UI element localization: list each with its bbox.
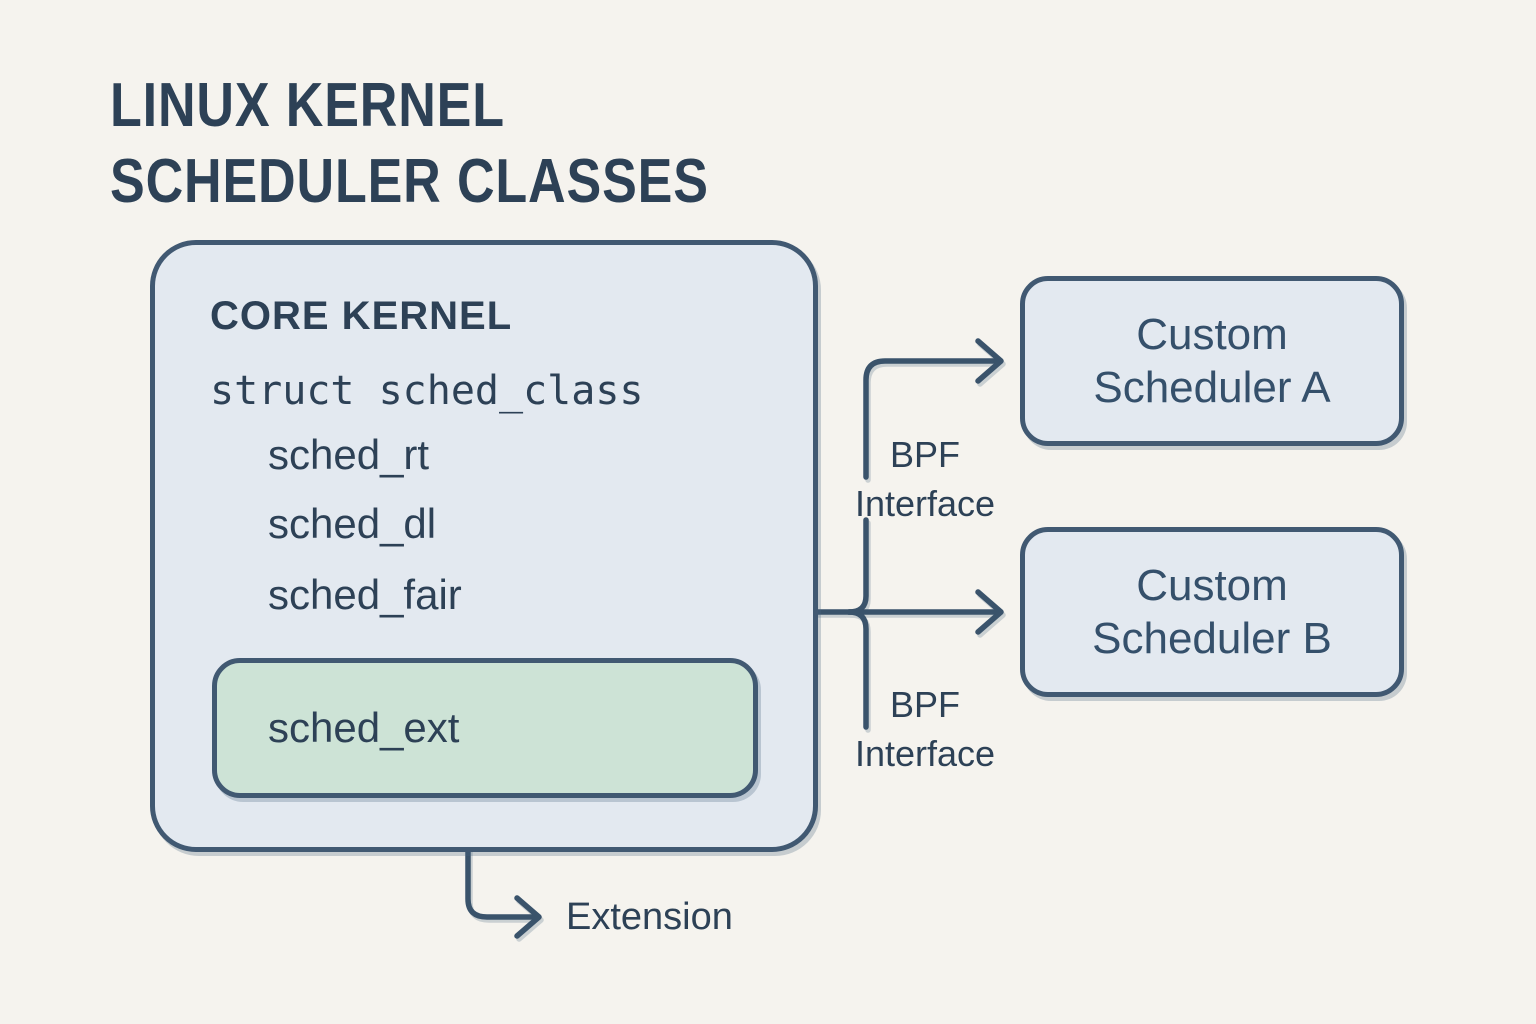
bpf-interface-bottom-line1: BPF	[889, 684, 960, 725]
extension-line	[465, 791, 538, 920]
sched-class-item-dl: sched_dl	[268, 500, 437, 547]
page-title-line1: LINUX KERNEL	[110, 71, 505, 140]
arrowhead-to-scheduler-a	[975, 338, 1004, 384]
custom-scheduler-b-box: Custom Scheduler B	[1020, 527, 1404, 697]
bpf-interface-top-line1: BPF	[889, 434, 960, 475]
custom-scheduler-b-line1: Custom	[1136, 561, 1288, 610]
struct-sched-class-label: struct sched_class	[210, 368, 644, 414]
bpf-line-stub-down	[846, 609, 869, 730]
sched-class-item-fair: sched_fair	[268, 571, 462, 618]
bpf-line-to-scheduler-a-upper	[863, 358, 1000, 480]
bpf-line-to-scheduler-a-lower	[846, 517, 869, 615]
arrowhead-to-scheduler-b	[975, 589, 1004, 635]
bpf-interface-label-top: BPF Interface	[825, 430, 1025, 528]
custom-scheduler-a-line2: Scheduler A	[1093, 363, 1331, 412]
page-title: LINUX KERNEL SCHEDULER CLASSES	[110, 68, 709, 220]
extension-label: Extension	[566, 896, 733, 938]
core-kernel-box: CORE KERNEL struct sched_class sched_rt …	[150, 240, 818, 852]
arrowhead-extension	[514, 895, 542, 939]
core-kernel-heading: CORE KERNEL	[210, 294, 513, 338]
bpf-interface-top-line2: Interface	[854, 483, 996, 524]
bpf-interface-bottom-line2: Interface	[854, 733, 996, 774]
sched-ext-label: sched_ext	[268, 704, 460, 751]
page-title-line2: SCHEDULER CLASSES	[110, 147, 709, 216]
sched-class-item-rt: sched_rt	[268, 431, 430, 478]
bpf-interface-label-bottom: BPF Interface	[825, 680, 1025, 778]
custom-scheduler-a-box: Custom Scheduler A	[1020, 276, 1404, 446]
custom-scheduler-b-line2: Scheduler B	[1092, 614, 1332, 663]
custom-scheduler-a-line1: Custom	[1136, 310, 1288, 359]
sched-ext-box: sched_ext	[212, 658, 758, 798]
